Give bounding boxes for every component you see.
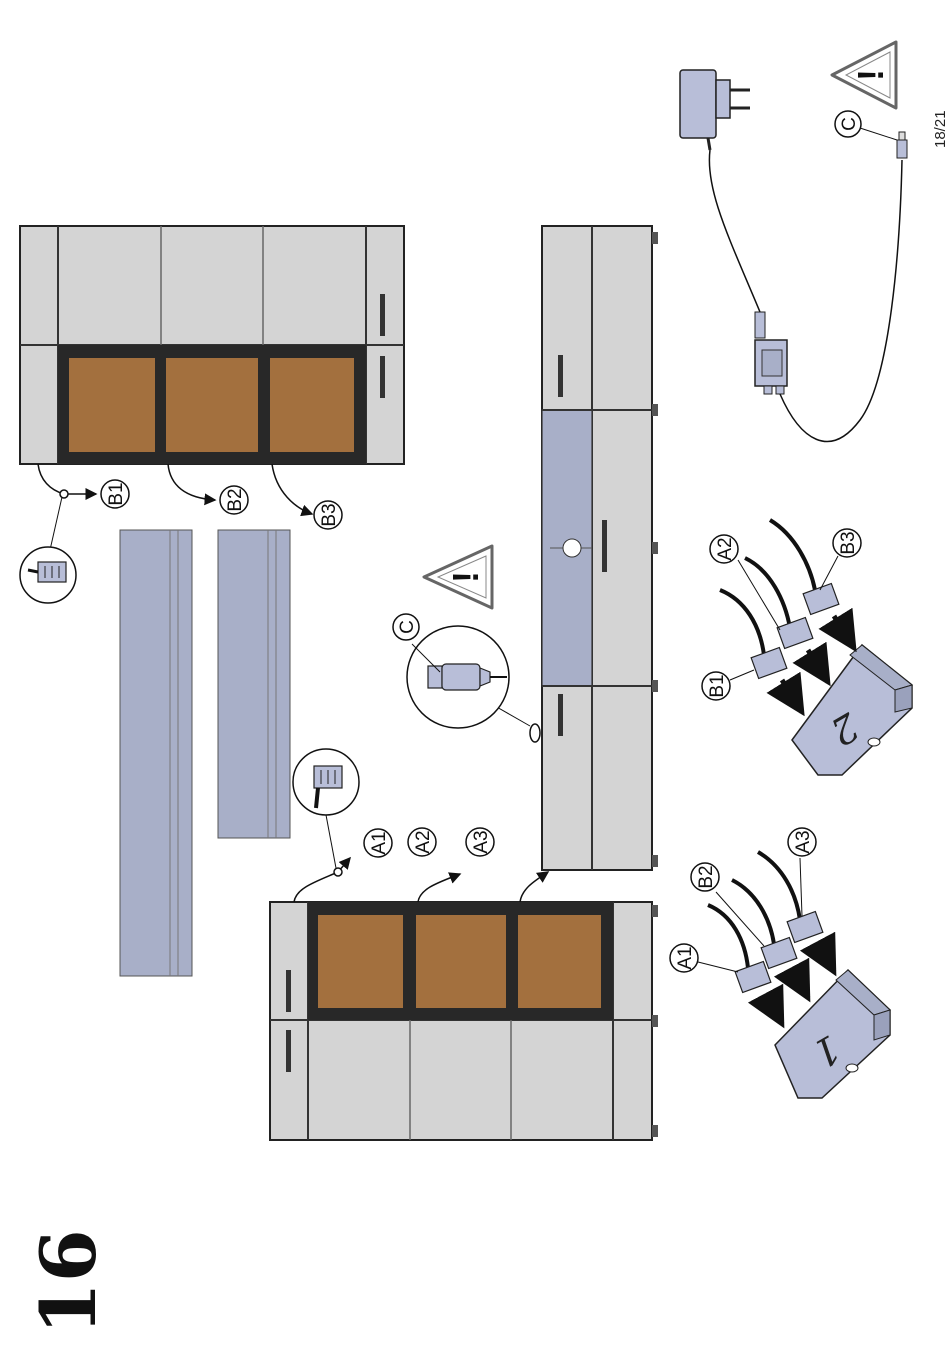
svg-text:A3: A3 xyxy=(793,830,814,853)
svg-text:B2: B2 xyxy=(225,488,246,511)
page-indicator: 18/21 xyxy=(932,110,949,148)
label-a1: A1 xyxy=(364,829,392,857)
control-box-1: 1 xyxy=(775,970,890,1098)
usb-detail xyxy=(407,626,509,728)
long-panel xyxy=(218,530,290,838)
connector-plug-icon xyxy=(787,912,823,943)
handle xyxy=(380,294,385,336)
handle xyxy=(380,356,385,398)
usb-plug-icon xyxy=(897,132,907,158)
svg-text:A3: A3 xyxy=(471,830,492,853)
svg-text:B1: B1 xyxy=(106,482,127,505)
wood-panel xyxy=(270,358,354,452)
label-a2-box2: A2 xyxy=(710,535,738,563)
svg-text:B2: B2 xyxy=(696,865,717,888)
label-c-top: C xyxy=(835,111,861,137)
label-b1-box2: B1 xyxy=(702,672,730,700)
handle xyxy=(286,970,291,1012)
wood-panel xyxy=(318,915,403,1008)
connector-plug-icon xyxy=(777,618,813,649)
svg-text:C: C xyxy=(839,117,860,131)
handle xyxy=(286,1030,291,1072)
handle xyxy=(558,355,563,397)
cable-hole xyxy=(563,539,581,557)
connector-plug-icon xyxy=(751,648,787,679)
label-a2: A2 xyxy=(408,828,436,856)
label-a3: A3 xyxy=(466,828,494,856)
label-c: C xyxy=(393,614,419,640)
label-b3-box2: B3 xyxy=(833,529,861,557)
svg-text:A2: A2 xyxy=(715,537,736,560)
warning-triangle-icon: ! xyxy=(424,546,492,608)
svg-text:C: C xyxy=(397,620,418,634)
svg-text:!: ! xyxy=(850,69,891,81)
svg-text:A2: A2 xyxy=(413,830,434,853)
cable-junction-box xyxy=(755,312,787,394)
svg-text:B3: B3 xyxy=(838,531,859,554)
connector-detail-b1 xyxy=(20,547,76,603)
wood-panel xyxy=(416,915,506,1008)
power-adapter-icon xyxy=(680,70,750,150)
wood-panel xyxy=(69,358,155,452)
svg-text:B1: B1 xyxy=(707,674,728,697)
warning-triangle-icon: ! xyxy=(832,42,896,108)
svg-text:B3: B3 xyxy=(319,503,340,526)
control-box-2: 2 xyxy=(792,645,912,775)
label-b1: B1 xyxy=(101,480,129,508)
long-panel xyxy=(120,530,192,976)
label-b2-box1: B2 xyxy=(691,863,719,891)
label-b2: B2 xyxy=(220,486,248,514)
connector-plug-icon xyxy=(735,962,771,993)
label-a3-box1: A3 xyxy=(788,828,816,856)
handle xyxy=(558,694,563,736)
connector-set-box-1 xyxy=(708,852,834,1024)
svg-text:!: ! xyxy=(445,571,486,583)
svg-text:A1: A1 xyxy=(369,831,390,854)
handle xyxy=(602,520,607,572)
middle-cabinet xyxy=(270,902,658,1140)
wood-panel xyxy=(518,915,601,1008)
step-number: 16 xyxy=(24,1229,113,1335)
connector-detail-a1 xyxy=(293,749,359,815)
svg-text:A1: A1 xyxy=(675,946,696,969)
usb-port xyxy=(530,724,540,742)
label-b3: B3 xyxy=(314,501,342,529)
top-cabinet xyxy=(20,226,404,464)
long-cabinet xyxy=(542,226,658,870)
wood-panel xyxy=(166,358,258,452)
label-a1-box1: A1 xyxy=(670,944,698,972)
connector-plug-icon xyxy=(761,938,797,969)
